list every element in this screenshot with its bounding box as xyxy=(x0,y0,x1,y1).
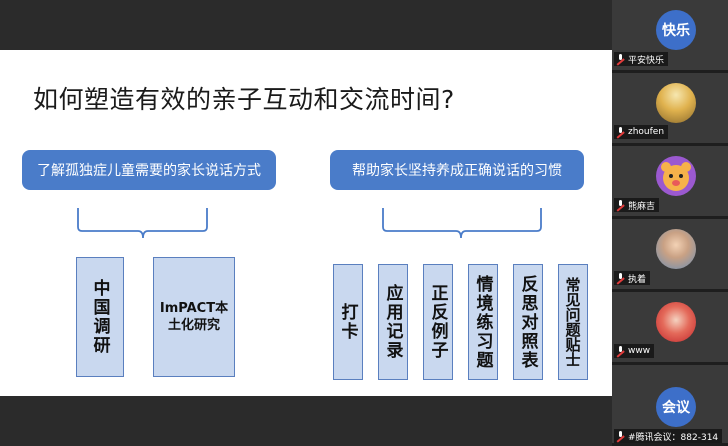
item-reflection: 反思对照表 xyxy=(513,264,543,380)
mic-muted-icon xyxy=(616,346,625,356)
item-exercises: 情境练习题 xyxy=(468,264,498,380)
mic-muted-icon xyxy=(616,127,625,137)
participant-name: 熊麻吉 xyxy=(628,201,656,212)
participant-namebar: 平安快乐 xyxy=(614,52,669,66)
mic-muted-icon xyxy=(616,200,625,210)
item-china-survey: 中国调研 xyxy=(76,257,124,377)
mic-muted-icon xyxy=(616,273,625,283)
participant-tile[interactable]: 快乐 平安快乐 xyxy=(612,0,728,73)
participant-name: #腾讯会议：882-314 xyxy=(628,432,719,443)
mic-muted-icon xyxy=(616,431,625,441)
avatar: 会议 xyxy=(656,387,696,427)
participant-name: www xyxy=(628,346,651,356)
avatar xyxy=(656,156,696,196)
item-label: 反思对照表 xyxy=(517,274,538,370)
participant-namebar: #腾讯会议：882-314 xyxy=(614,429,723,443)
left-header-box: 了解孤独症儿童需要的家长说话方式 xyxy=(22,150,276,190)
participant-tile[interactable]: 会议 #腾讯会议：882-314 xyxy=(612,365,728,446)
bottom-bar xyxy=(0,396,612,446)
top-bar xyxy=(0,0,612,50)
item-checkin: 打卡 xyxy=(333,264,363,380)
participant-namebar: zhoufen xyxy=(614,125,669,139)
item-label: 打卡 xyxy=(337,303,358,341)
participant-sidebar[interactable]: 快乐 平安快乐 zhoufen 熊麻吉 xyxy=(612,0,728,446)
participant-tile[interactable]: 执着 xyxy=(612,219,728,292)
item-label: 情境练习题 xyxy=(472,274,493,370)
participant-tile[interactable]: zhoufen xyxy=(612,73,728,146)
participant-name: zhoufen xyxy=(628,127,665,137)
item-examples: 正反例子 xyxy=(423,264,453,380)
participant-namebar: 熊麻吉 xyxy=(614,198,660,212)
avatar xyxy=(656,83,696,123)
item-impact-research: ImPACT本土化研究 xyxy=(153,257,235,377)
avatar xyxy=(656,302,696,342)
mic-muted-icon xyxy=(616,54,625,64)
right-header-box: 帮助家长坚持养成正确说话的习惯 xyxy=(330,150,584,190)
participant-namebar: www xyxy=(614,344,655,358)
item-label: ImPACT本土化研究 xyxy=(159,301,229,333)
item-label: 应用记录 xyxy=(382,284,403,360)
bear-icon xyxy=(661,162,691,191)
bracket-lines xyxy=(77,208,542,239)
presentation-slide: 如何塑造有效的亲子互动和交流时间? 了解孤独症儿童需要的家长说话方式 帮助家长坚… xyxy=(0,50,612,396)
participant-namebar: 执着 xyxy=(614,271,651,285)
item-label: 中国调研 xyxy=(89,279,110,355)
participant-tile[interactable]: 熊麻吉 xyxy=(612,146,728,219)
participant-name: 执着 xyxy=(628,274,647,285)
participant-tile[interactable]: www xyxy=(612,292,728,365)
item-label: 常见问题贴士 xyxy=(563,277,582,367)
item-app-record: 应用记录 xyxy=(378,264,408,380)
avatar xyxy=(656,229,696,269)
item-faq-tips: 常见问题贴士 xyxy=(558,264,588,380)
item-label: 正反例子 xyxy=(427,284,448,360)
participant-name: 平安快乐 xyxy=(628,55,665,66)
slide-title: 如何塑造有效的亲子互动和交流时间? xyxy=(33,85,455,114)
avatar: 快乐 xyxy=(656,10,696,50)
